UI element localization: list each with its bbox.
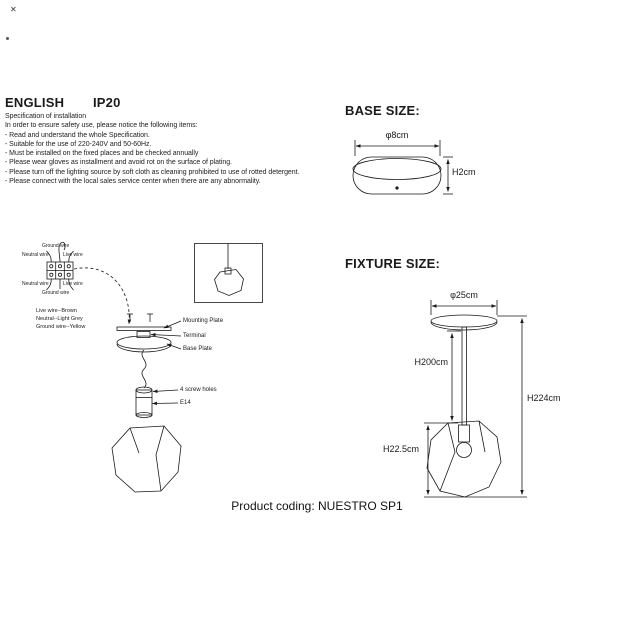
rod-height-label: H200cm xyxy=(414,357,448,367)
glass-facet-line xyxy=(129,427,140,454)
socket-bottom xyxy=(135,412,153,418)
neutral-wire-top-label: Neutral wire xyxy=(22,252,49,258)
total-height-label: H224cm xyxy=(527,393,561,403)
ceiling-plate xyxy=(430,314,498,328)
legend-ground-wire: Ground wire--Yellow xyxy=(36,324,86,330)
suspension-rod xyxy=(461,326,467,426)
base-disc-outline xyxy=(352,156,442,195)
spec-intro: In order to ensure safety use, please no… xyxy=(5,122,198,130)
terminal-screw xyxy=(49,272,54,277)
terminal-screw xyxy=(58,272,63,277)
ip-rating: IP20 xyxy=(93,95,121,110)
neutral-wire-line xyxy=(46,278,52,291)
spec-item: - Please connect with the local sales se… xyxy=(5,178,261,186)
base-center-hole xyxy=(395,186,399,190)
glass-facet-line xyxy=(439,422,456,492)
canopy-thickness xyxy=(116,343,172,353)
neutral-wire-bottom-label: Neutral wire xyxy=(22,281,49,287)
glass-shade-outline xyxy=(426,420,502,498)
glass-shade-drawing xyxy=(111,425,182,493)
base-size-drawing xyxy=(352,140,453,195)
live-wire-line xyxy=(68,250,74,263)
legend-neutral-wire: Neutral--Light Grey xyxy=(36,316,83,322)
terminal-label: Terminal xyxy=(183,333,206,339)
e14-leader xyxy=(152,401,179,406)
base-height-label: H2cm xyxy=(452,167,476,177)
terminal-screw xyxy=(58,264,63,269)
product-coding: Product coding: NUESTRO SP1 xyxy=(231,499,403,513)
thumbnail-frame xyxy=(194,243,263,303)
base-size-title: BASE SIZE: xyxy=(345,103,420,118)
base-diameter-label: φ8cm xyxy=(385,130,409,140)
corner-dot-mark xyxy=(6,37,9,40)
socket-type-label: E14 xyxy=(180,400,191,406)
legend-live-wire: Live wire--Brown xyxy=(36,308,77,314)
live-wire-bottom-label: Live wire xyxy=(63,281,83,287)
fixture-drawing xyxy=(424,300,527,498)
base-plate-leader xyxy=(166,343,182,350)
base-disc-top-face xyxy=(352,158,442,180)
e14-socket-body xyxy=(135,389,153,416)
spec-item: - Must be installed on the fixed places … xyxy=(5,150,199,158)
spec-title: Specification of installation xyxy=(5,113,87,120)
ground-wire-bottom-label: Ground wire xyxy=(42,290,70,296)
spec-item: - Please turn off the lighting source by… xyxy=(5,168,300,176)
terminal-screw xyxy=(66,264,71,269)
base-plate-canopy xyxy=(116,335,172,350)
wiring-diagram xyxy=(46,241,132,325)
neutral-wire-line xyxy=(46,250,52,263)
screw-holes-leader xyxy=(152,389,179,393)
ceiling-plate-thickness xyxy=(430,321,498,331)
language-title: ENGLISH xyxy=(5,95,65,110)
spec-item: - Please wear gloves as installment and … xyxy=(5,159,232,167)
ground-wire-loop xyxy=(58,241,66,263)
bulb xyxy=(456,442,472,458)
spec-block: Specification of installation In order t… xyxy=(5,112,350,186)
mounting-plate-leader xyxy=(163,320,182,329)
mounting-plate xyxy=(116,326,172,331)
glass-facet-line xyxy=(155,425,165,492)
lamp-socket xyxy=(458,424,470,443)
dashed-leader-line xyxy=(73,267,132,325)
glass-facet-line xyxy=(478,420,486,453)
spec-item: - Read and understand the whole Specific… xyxy=(5,131,150,139)
fixture-size-title: FIXTURE SIZE: xyxy=(345,256,441,271)
terminal-leader xyxy=(150,332,182,337)
corner-mark: ✕ xyxy=(10,5,17,14)
shade-height-label: H22.5cm xyxy=(383,444,420,454)
terminal-screw xyxy=(49,264,54,269)
live-wire-top-label: Live wire xyxy=(63,252,83,258)
ground-wire-top-label: Ground wire xyxy=(42,243,70,249)
terminal-screw xyxy=(66,272,71,277)
pendant-thumbnail xyxy=(194,243,263,303)
screw-holes-label: 4 screw holes xyxy=(180,387,217,393)
assembly-drawing xyxy=(116,313,182,418)
wire-squiggle xyxy=(141,349,147,389)
terminal-box xyxy=(136,331,151,338)
spec-item: - Suitable for the use of 220-240V and 5… xyxy=(5,140,152,148)
mounting-plate-label: Mounting Plate xyxy=(183,318,224,324)
glass-shade-outline xyxy=(111,425,182,493)
base-plate-label: Base Plate xyxy=(183,346,213,352)
live-wire-line xyxy=(68,278,74,291)
thumbnail-shade xyxy=(214,269,244,296)
fixture-diameter-label: φ25cm xyxy=(450,290,478,300)
